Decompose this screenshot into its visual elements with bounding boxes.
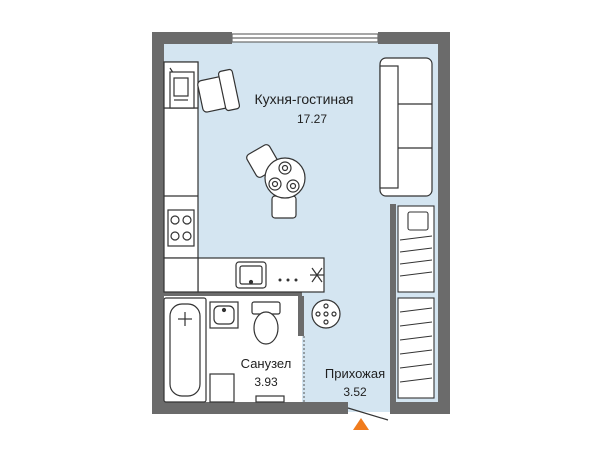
interior-walls bbox=[162, 204, 396, 404]
bathroom-sink bbox=[209, 301, 239, 329]
dining-table bbox=[246, 144, 306, 219]
round-drain-icon bbox=[311, 299, 341, 329]
kitchen-sink bbox=[235, 261, 267, 289]
hangers bbox=[399, 235, 433, 383]
wardrobe bbox=[397, 205, 435, 399]
window bbox=[231, 33, 379, 43]
washing-machine bbox=[209, 373, 285, 403]
hallway-area: 3.52 bbox=[343, 385, 367, 399]
entrance-door bbox=[347, 407, 389, 421]
toilet bbox=[251, 301, 281, 345]
bathroom-name: Санузел bbox=[241, 356, 292, 371]
kitchen-living-area: 17.27 bbox=[297, 112, 327, 126]
bathroom-area: 3.93 bbox=[254, 375, 278, 389]
entrance-marker-icon bbox=[353, 418, 369, 430]
bathtub bbox=[163, 297, 207, 403]
desk bbox=[169, 71, 195, 109]
washer-icon bbox=[310, 267, 324, 283]
hallway-name: Прихожая bbox=[325, 366, 385, 381]
stove bbox=[167, 209, 195, 247]
dishwasher bbox=[278, 278, 298, 282]
outer-walls bbox=[152, 32, 450, 414]
desk-chair bbox=[197, 68, 241, 113]
sofa bbox=[379, 57, 433, 197]
kitchen-living-name: Кухня-гостиная bbox=[254, 91, 353, 107]
